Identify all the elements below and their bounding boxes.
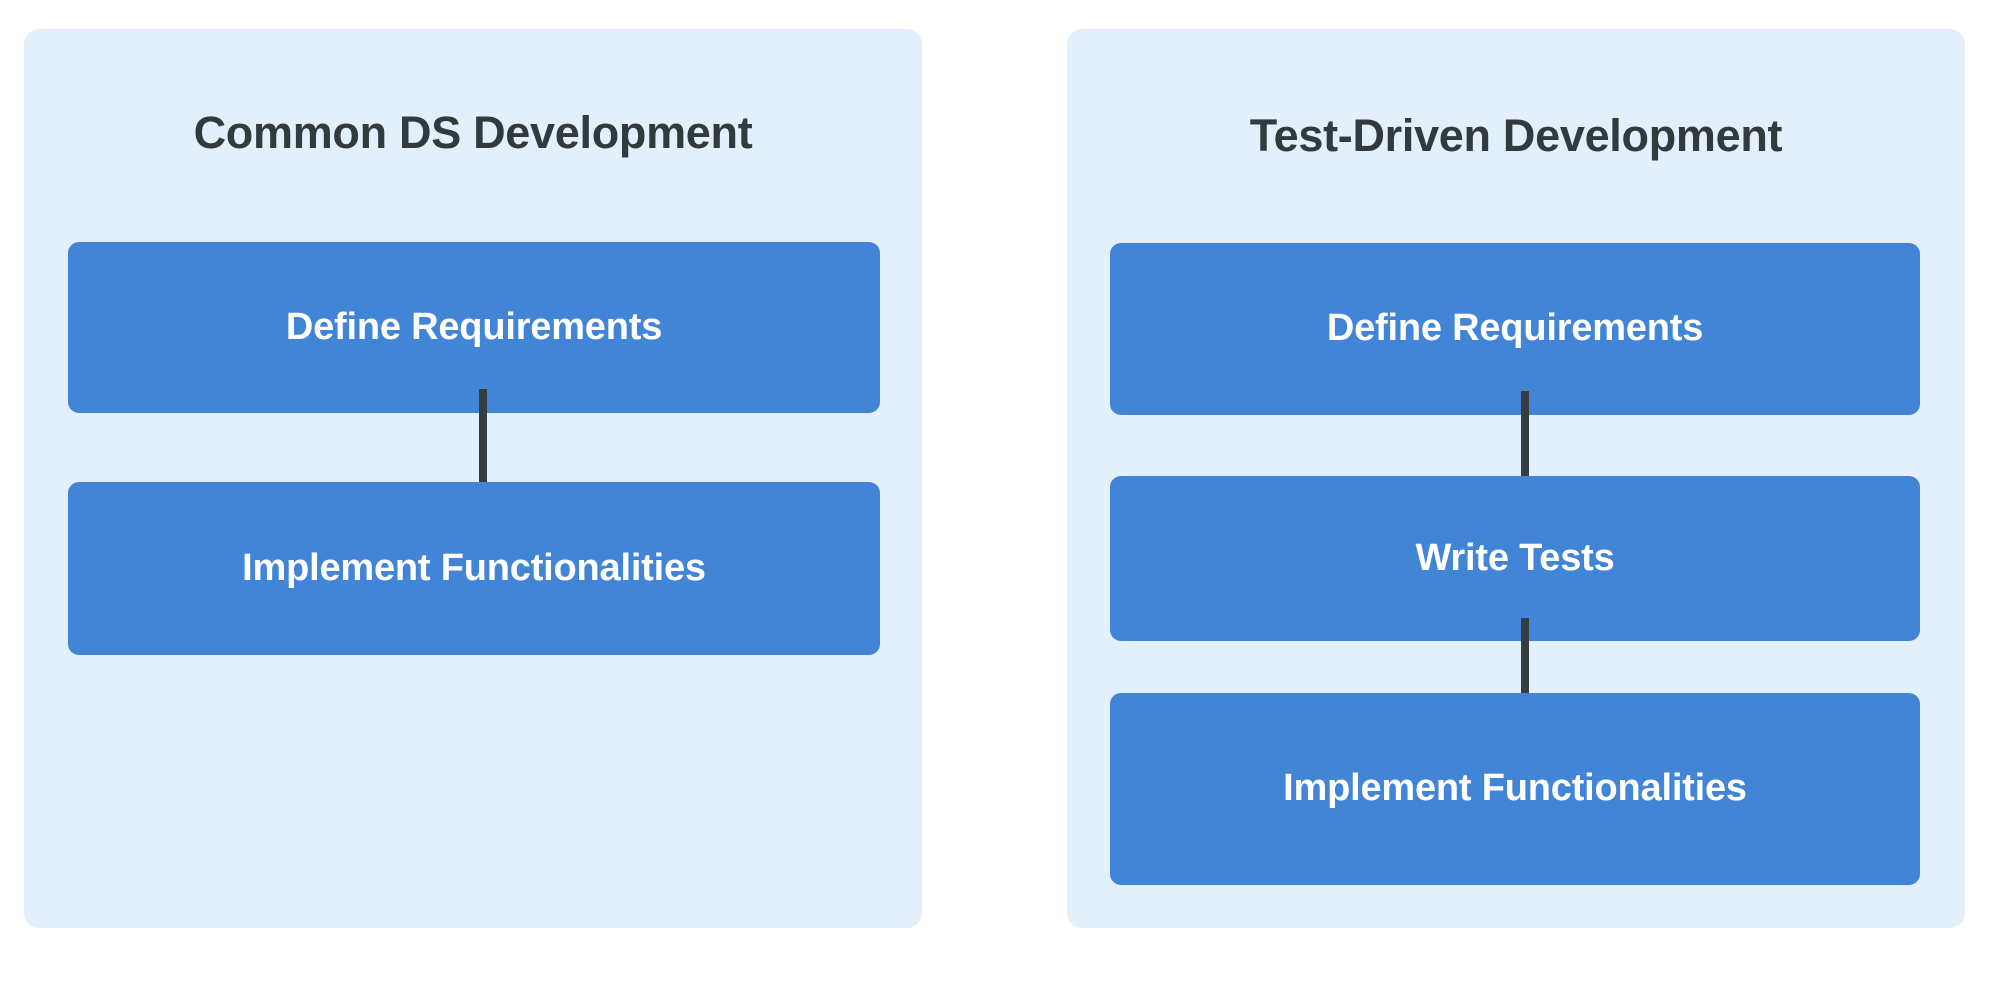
node-implement-functionalities[interactable]: Implement Functionalities [68, 482, 880, 655]
panel-title-common-ds-development: Common DS Development [193, 107, 753, 158]
panel-test-driven-development: Test-Driven Development Define Requireme… [1067, 29, 1965, 928]
panel-title-test-driven-development: Test-Driven Development [1249, 110, 1783, 161]
node-define-requirements[interactable]: Define Requirements [68, 242, 880, 413]
node-label: Define Requirements [1326, 307, 1704, 350]
node-implement-functionalities[interactable]: Implement Functionalities [1110, 693, 1920, 885]
panel-common-ds-development: Common DS Development Define Requirement… [24, 29, 922, 928]
node-label: Write Tests [1415, 536, 1615, 579]
node-label: Implement Functionalities [1283, 767, 1747, 810]
node-define-requirements[interactable]: Define Requirements [1110, 243, 1920, 415]
node-label: Implement Functionalities [242, 546, 706, 589]
node-write-tests[interactable]: Write Tests [1110, 476, 1920, 641]
node-label: Define Requirements [285, 305, 663, 348]
